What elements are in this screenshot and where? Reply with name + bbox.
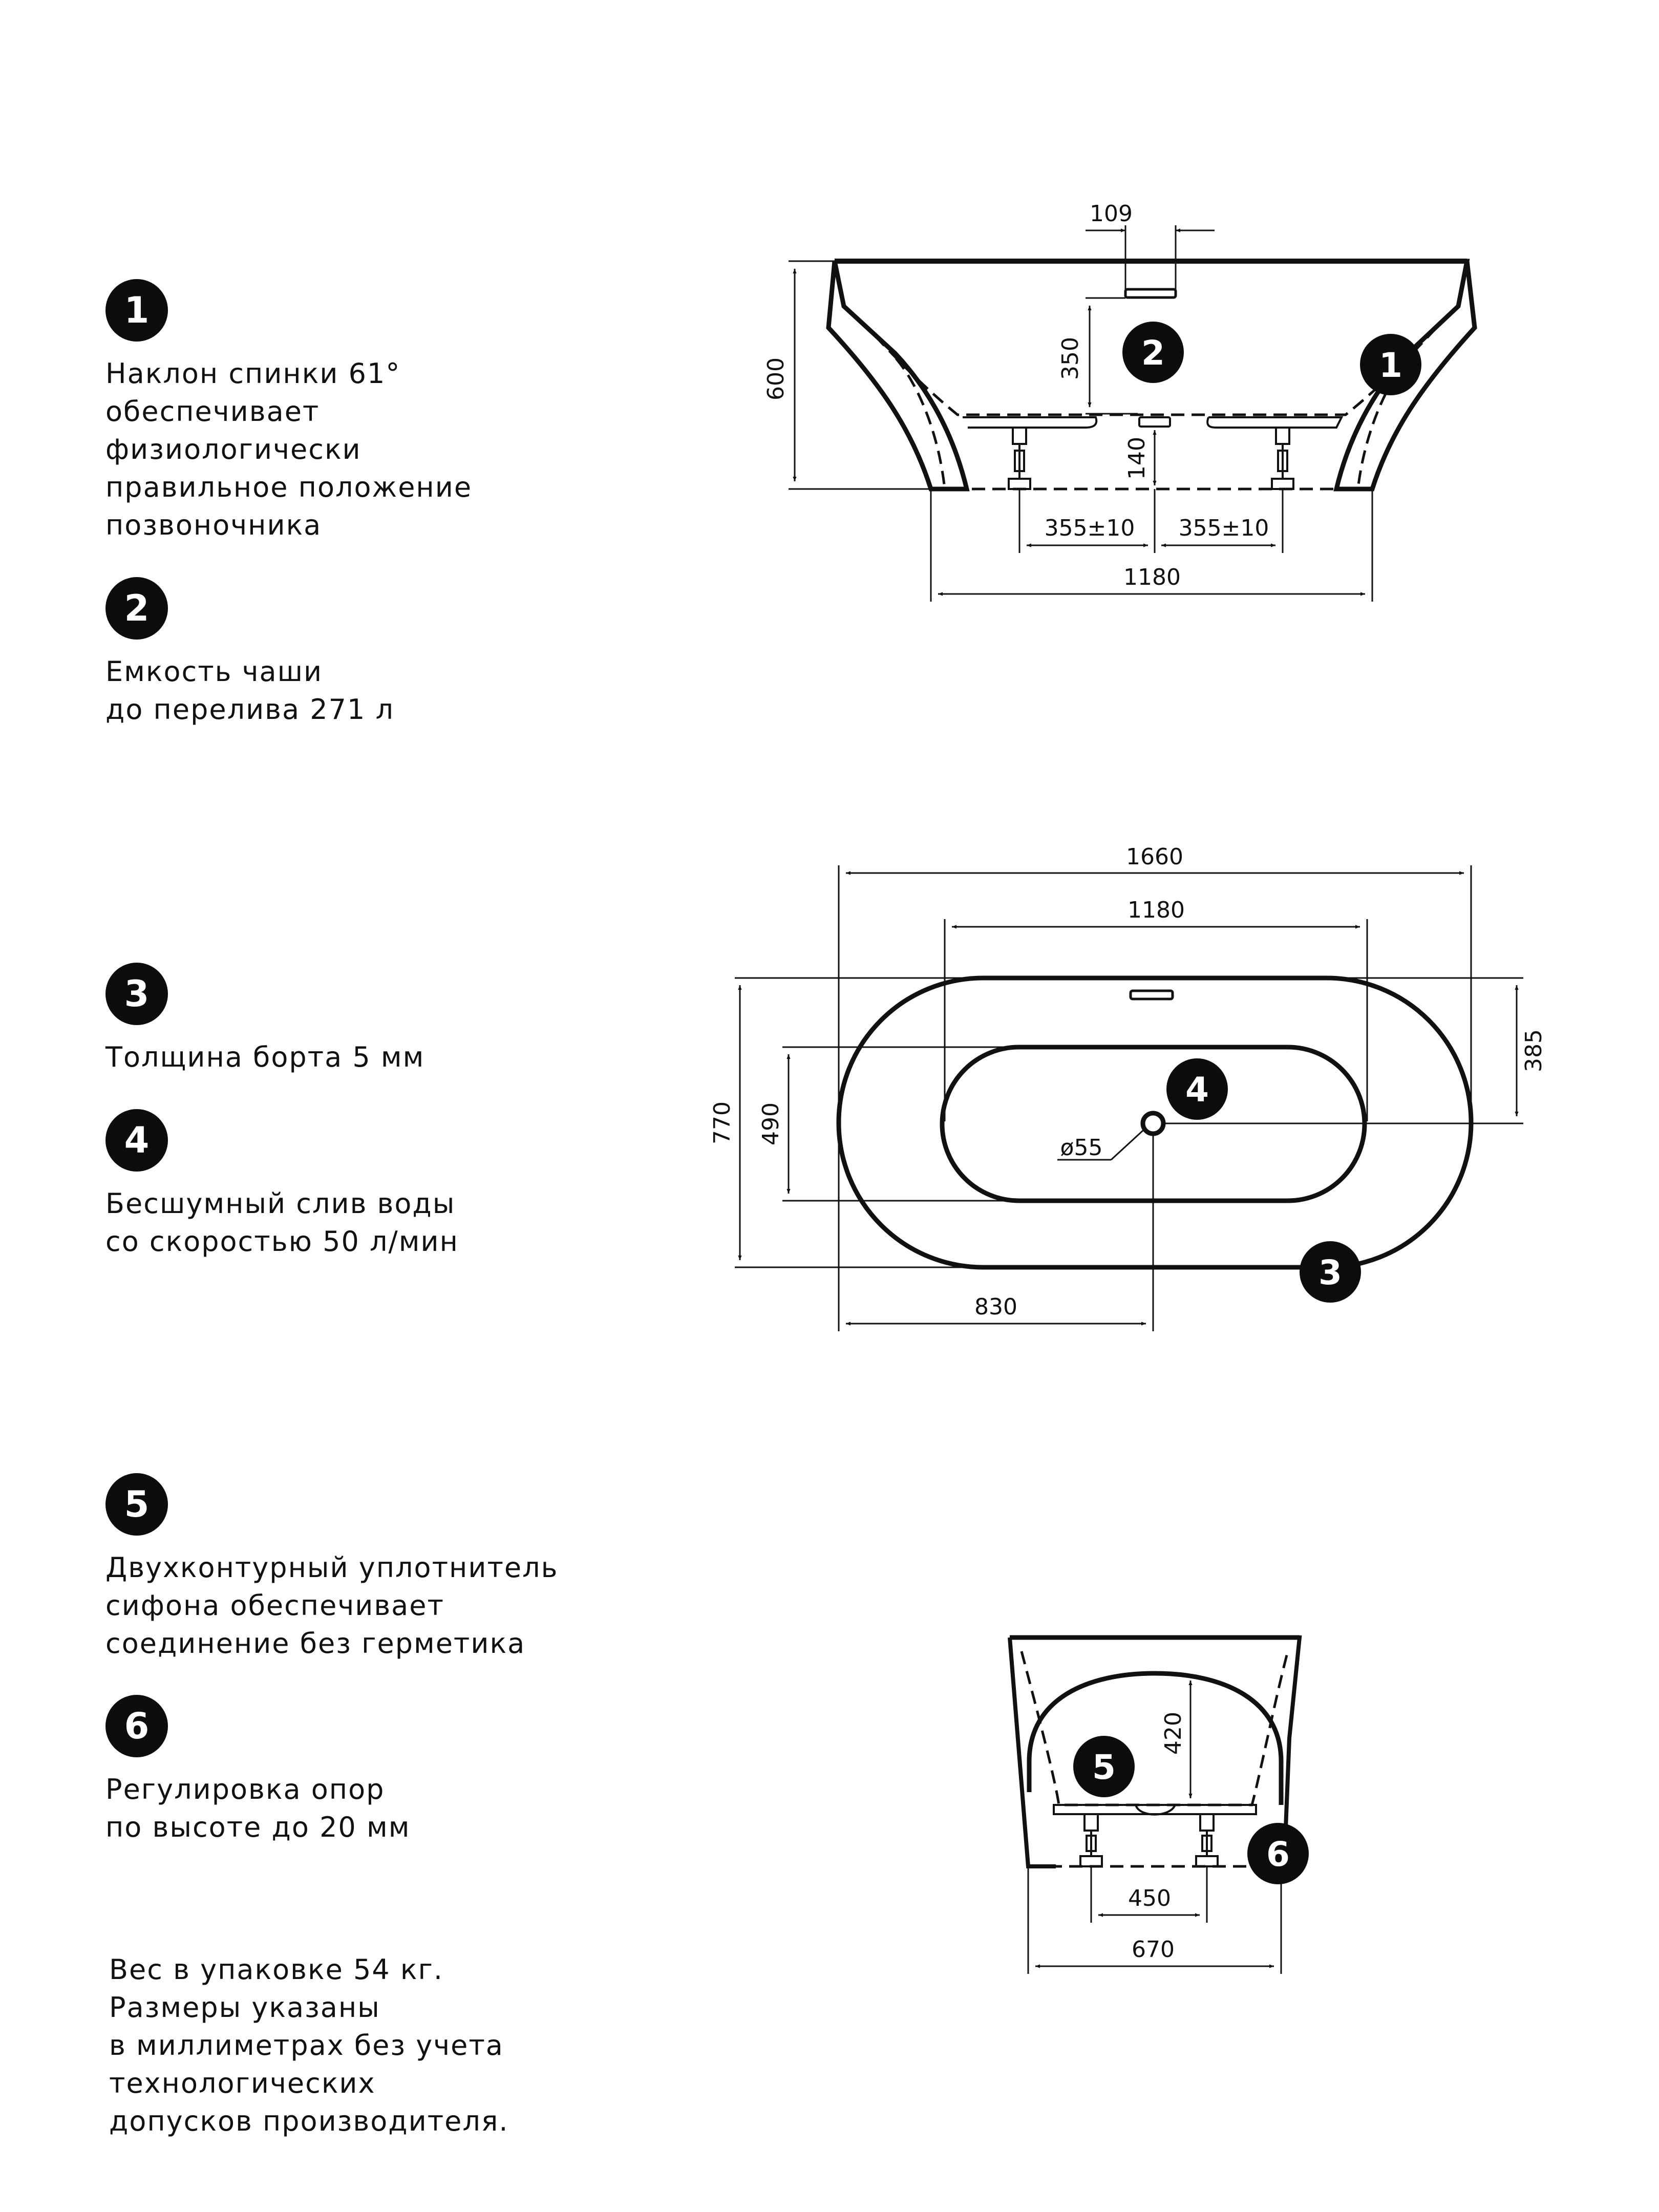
feature-5-text: Двухконтурный уплотнитель сифона обеспеч… bbox=[105, 1551, 559, 1660]
side-inner-dashed bbox=[845, 306, 1458, 416]
dim-end-leg-spacing: 450 bbox=[1128, 1885, 1171, 1911]
end-inner-arch bbox=[1027, 1671, 1284, 1805]
marker-5-circle bbox=[1073, 1736, 1135, 1797]
dim-side-base: 1180 bbox=[1123, 564, 1181, 590]
side-view-drawing bbox=[789, 225, 1477, 602]
dim-top-drain-offset: 830 bbox=[974, 1294, 1017, 1320]
marker-6: 6 bbox=[1266, 1835, 1290, 1874]
side-markers: 2 1 bbox=[1122, 322, 1421, 395]
feature-3-text: Толщина борта 5 мм bbox=[105, 1041, 425, 1073]
feature-4-badge: 4 bbox=[105, 1109, 168, 1172]
side-leg-right bbox=[1271, 427, 1294, 490]
feature-4: 4 Бесшумный слив воды со скоростью 50 л/… bbox=[105, 1109, 459, 1261]
feature-6-text: Регулировка опор по высоте до 20 мм bbox=[105, 1773, 411, 1843]
dim-side-height: 600 bbox=[763, 357, 789, 400]
top-drain-circle bbox=[1140, 1111, 1166, 1136]
dim-side-depth: 350 bbox=[1057, 337, 1083, 380]
dim-top-total-length: 1660 bbox=[1126, 844, 1183, 870]
end-leg-right bbox=[1195, 1813, 1219, 1867]
feature-1: 1 Наклон спинки 61° обеспечивает физиоло… bbox=[105, 279, 472, 544]
end-leg-left bbox=[1079, 1813, 1103, 1867]
marker-3-circle bbox=[1300, 1241, 1361, 1303]
feature-5-badge: 5 bbox=[105, 1473, 168, 1536]
marker-4: 4 bbox=[1185, 1070, 1209, 1110]
top-markers: 4 3 bbox=[1166, 1058, 1361, 1303]
marker-4-circle bbox=[1166, 1058, 1228, 1120]
dim-end-depth: 420 bbox=[1160, 1712, 1186, 1755]
dim-top-total-width: 770 bbox=[709, 1101, 735, 1144]
feature-4-text: Бесшумный слив воды со скоростью 50 л/ми… bbox=[105, 1187, 459, 1258]
dim-side-leg-height: 140 bbox=[1124, 437, 1150, 480]
dim-top-drain: ø55 bbox=[1060, 1135, 1103, 1161]
dim-end-base-width: 670 bbox=[1132, 1937, 1175, 1963]
marker-2: 2 bbox=[1141, 333, 1165, 373]
feature-2: 2 Емкость чаши до перелива 271 л bbox=[105, 577, 394, 729]
marker-5: 5 bbox=[1092, 1748, 1116, 1787]
dim-side-leg-right: 355±10 bbox=[1179, 515, 1269, 541]
end-view-drawing bbox=[1008, 1635, 1302, 1974]
marker-1-circle bbox=[1360, 334, 1421, 395]
side-view-labels: 109 600 350 140 355±10 355±10 1180 bbox=[763, 201, 1269, 590]
marker-3: 3 bbox=[1318, 1253, 1342, 1292]
dim-top-half-width: 385 bbox=[1521, 1029, 1547, 1072]
feature-3-badge: 3 bbox=[105, 963, 168, 1025]
end-markers: 5 6 bbox=[1073, 1736, 1309, 1884]
feature-6: 6 Регулировка опор по высоте до 20 мм bbox=[105, 1695, 410, 1846]
marker-1: 1 bbox=[1379, 346, 1402, 385]
dim-top-inner-length: 1180 bbox=[1128, 897, 1185, 923]
top-view-drawing bbox=[735, 865, 1523, 1331]
marker-6-circle bbox=[1247, 1823, 1309, 1884]
feature-3: 3 Толщина борта 5 мм bbox=[105, 963, 424, 1076]
feature-2-badge: 2 bbox=[105, 577, 168, 640]
dim-top-inner-width: 490 bbox=[758, 1102, 784, 1145]
side-overflow bbox=[1124, 288, 1177, 299]
feature-1-badge: 1 bbox=[105, 279, 168, 342]
end-view-labels: 420 450 670 bbox=[1128, 1712, 1186, 1963]
note-text: Вес в упаковке 54 кг. Размеры указаны в … bbox=[109, 1953, 509, 2137]
side-wall-left bbox=[826, 261, 970, 492]
dim-side-overflow: 109 bbox=[1090, 201, 1133, 227]
feature-1-text: Наклон спинки 61° обеспечивает физиологи… bbox=[105, 357, 473, 541]
feature-6-badge: 6 bbox=[105, 1695, 168, 1757]
feature-2-text: Емкость чаши до перелива 271 л bbox=[105, 655, 395, 726]
side-leg-left bbox=[1008, 427, 1031, 490]
marker-2-circle bbox=[1122, 322, 1184, 383]
feature-5: 5 Двухконтурный уплотнитель сифона обесп… bbox=[105, 1473, 558, 1663]
top-view-labels: 1660 1180 770 490 385 ø55 830 bbox=[709, 844, 1547, 1320]
dim-side-leg-left: 355±10 bbox=[1045, 515, 1135, 541]
